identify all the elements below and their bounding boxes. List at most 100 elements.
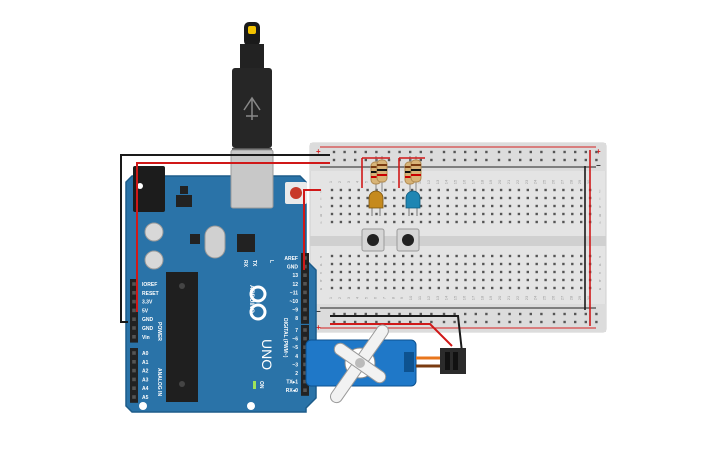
pin-label: ~6 xyxy=(292,337,298,343)
hole xyxy=(384,204,387,208)
hole xyxy=(419,212,423,216)
hole xyxy=(562,220,565,224)
column-number: 1 xyxy=(328,296,333,299)
hole xyxy=(544,196,547,200)
rail-hole xyxy=(485,150,488,154)
column-number: 8 xyxy=(390,180,395,183)
column-number: 14 xyxy=(444,179,449,184)
hole xyxy=(464,196,467,200)
row-letter: j xyxy=(599,188,601,193)
hole xyxy=(482,220,485,224)
column-number: 23 xyxy=(524,295,529,300)
rail-hole xyxy=(485,320,488,324)
hole xyxy=(357,262,360,266)
header-pin xyxy=(303,316,307,320)
hole xyxy=(384,188,387,192)
hole xyxy=(491,204,494,208)
hole xyxy=(499,286,503,290)
rail-hole xyxy=(354,150,357,154)
hole xyxy=(508,278,512,282)
rail-hole xyxy=(584,150,587,154)
column-number: 20 xyxy=(497,295,502,300)
header-pin xyxy=(132,351,136,355)
rail-hole xyxy=(497,158,501,162)
row-letter: c xyxy=(599,270,601,275)
hole xyxy=(562,204,565,208)
hole xyxy=(366,196,369,200)
hole xyxy=(526,188,529,192)
hole xyxy=(499,254,503,258)
rail-hole xyxy=(387,320,391,324)
hole xyxy=(455,196,458,200)
hole xyxy=(535,270,538,274)
hole xyxy=(437,262,440,266)
capacitor xyxy=(144,250,164,270)
hole xyxy=(393,262,396,266)
column-number: 28 xyxy=(568,295,573,300)
hole xyxy=(357,204,360,208)
pin-label: ~10 xyxy=(290,299,299,305)
hole xyxy=(517,286,521,290)
hole xyxy=(499,188,503,192)
breadboard: + + − − + 112233445566778899101011111212… xyxy=(309,142,607,333)
column-number: 18 xyxy=(479,179,484,184)
hole xyxy=(384,270,387,274)
pin-label: A5 xyxy=(142,395,149,401)
hole xyxy=(535,188,538,192)
rail-hole xyxy=(519,320,522,324)
hole xyxy=(419,196,423,200)
column-number: 27 xyxy=(559,179,564,184)
rail-hole xyxy=(430,150,433,154)
hole xyxy=(366,254,369,258)
hole xyxy=(348,286,351,290)
hole xyxy=(357,212,360,216)
rail-hole xyxy=(375,150,378,154)
regulator xyxy=(176,195,192,207)
hole xyxy=(482,270,485,274)
hole xyxy=(580,270,583,274)
rail-hole xyxy=(519,312,522,316)
rail-hole xyxy=(409,312,412,316)
hole xyxy=(562,278,565,282)
header-pin xyxy=(132,291,136,295)
hole xyxy=(339,270,343,274)
header-pin xyxy=(132,360,136,364)
hole xyxy=(499,220,503,224)
column-number: 12 xyxy=(426,295,431,300)
column-number: 9 xyxy=(399,180,404,183)
hole xyxy=(419,254,423,258)
rail-hole xyxy=(497,150,501,154)
hole xyxy=(508,254,512,258)
rail-hole xyxy=(474,312,477,316)
header-pin xyxy=(303,299,307,303)
servo-horn xyxy=(329,324,389,404)
header-pin xyxy=(132,326,136,330)
pin-label: GND xyxy=(287,265,299,271)
hole xyxy=(330,286,334,290)
hole xyxy=(464,270,467,274)
column-number: 30 xyxy=(586,179,591,184)
hole xyxy=(410,270,414,274)
hole xyxy=(339,212,343,216)
usb-icon xyxy=(243,96,261,120)
hole xyxy=(508,286,512,290)
led-orange xyxy=(368,190,384,216)
hole xyxy=(580,188,583,192)
hole xyxy=(571,262,574,266)
rail-hole xyxy=(540,158,543,162)
hole xyxy=(402,254,405,258)
rail-hole xyxy=(584,158,587,162)
rail-hole xyxy=(442,158,446,162)
hole xyxy=(553,212,556,216)
hole xyxy=(491,262,494,266)
hole xyxy=(366,204,369,208)
row-letter: d xyxy=(599,262,601,267)
rail-hole xyxy=(354,320,357,324)
hole xyxy=(544,278,547,282)
hole xyxy=(348,188,351,192)
row-letter: a xyxy=(599,286,602,291)
hole xyxy=(473,262,476,266)
hole xyxy=(455,278,458,282)
rail-hole xyxy=(552,320,556,324)
